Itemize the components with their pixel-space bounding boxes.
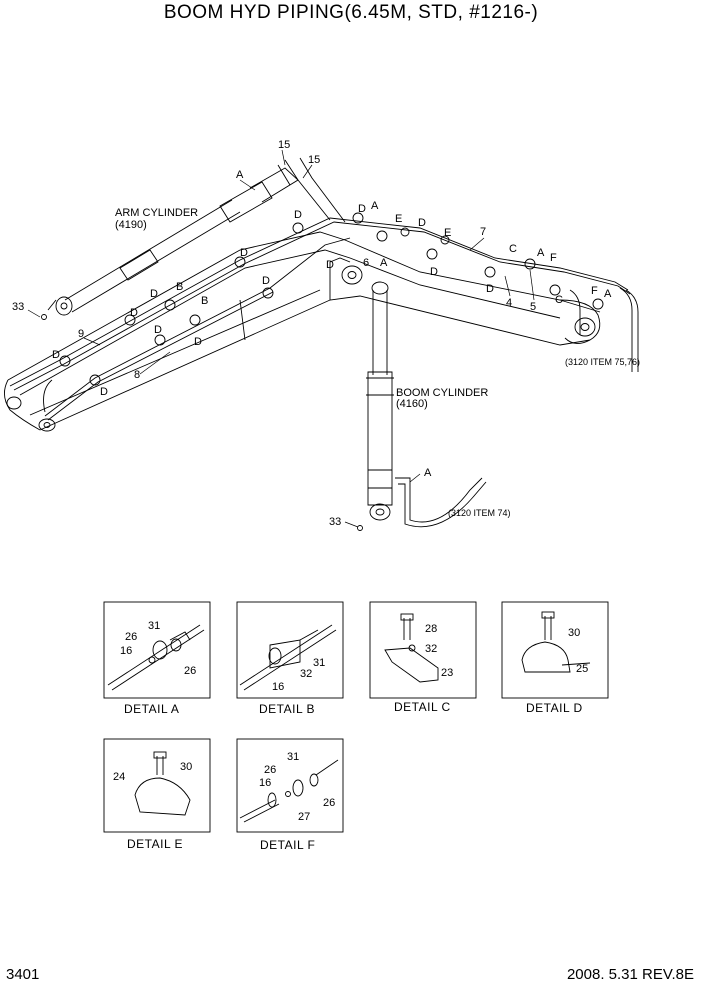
callout-7: 7 — [480, 226, 486, 238]
callout-5: 5 — [530, 301, 536, 313]
detail-e-caption: DETAIL E — [127, 837, 183, 851]
detail-b-part-32: 32 — [300, 668, 312, 680]
callout-a: A — [537, 247, 545, 259]
page-title: BOOM HYD PIPING(6.45M, STD, #1216-) — [163, 2, 539, 23]
detail-d-caption: DETAIL D — [526, 701, 583, 715]
detail-f-part-26: 26 — [264, 764, 276, 776]
callout-b: B — [176, 281, 183, 293]
detail-f-part-31: 31 — [287, 751, 299, 763]
callout-a: A — [371, 200, 379, 212]
callout-d: D — [326, 259, 334, 271]
callout-d: D — [154, 324, 162, 336]
boom-cylinder-label: BOOM CYLINDER — [396, 387, 488, 399]
hose-clamps — [59, 212, 604, 386]
detail-b: 31 16 32 — [236, 601, 344, 699]
callout-c: C — [555, 294, 563, 306]
callout-d: D — [52, 349, 60, 361]
callout-d: D — [486, 283, 494, 295]
detail-c: 28 32 23 — [369, 601, 477, 699]
callout-e: E — [395, 213, 402, 225]
detail-b-part-31: 31 — [313, 657, 325, 669]
callout-e: E — [444, 227, 451, 239]
detail-a-part-26: 26 — [184, 665, 196, 677]
callout-a: A — [424, 467, 432, 479]
hose-lines — [9, 157, 639, 421]
detail-c-part-23: 23 — [441, 667, 453, 679]
detail-f-caption: DETAIL F — [260, 838, 315, 852]
callout-f: F — [591, 285, 598, 297]
boom-cylinder-ref: (4160) — [396, 398, 428, 410]
detail-c-part-32: 32 — [425, 643, 437, 655]
ref-item-75-76: (3120 ITEM 75,76) — [565, 357, 640, 367]
detail-f-part-16: 16 — [259, 777, 271, 789]
callout-d: D — [430, 266, 438, 278]
page-number: 3401 — [6, 966, 40, 983]
callout-d: D — [262, 275, 270, 287]
detail-c-caption: DETAIL C — [394, 700, 451, 714]
callout-6: 6 — [363, 257, 369, 269]
detail-f-part-27: 27 — [298, 811, 310, 823]
callout-d: D — [358, 203, 366, 215]
callout-a: A — [380, 257, 388, 269]
detail-a-part-31: 31 — [148, 620, 160, 632]
callout-c: C — [509, 243, 517, 255]
arm-cylinder-label: ARM CYLINDER — [115, 207, 198, 219]
detail-a: 31 26 16 26 — [103, 601, 211, 699]
callout-33: 33 — [329, 516, 341, 528]
detail-f: 31 26 16 26 27 — [236, 738, 344, 833]
detail-e-part-30: 30 — [180, 761, 192, 773]
detail-d-part-25: 25 — [576, 663, 588, 675]
boom-cylinder — [357, 281, 487, 531]
callout-a: A — [604, 288, 612, 300]
detail-a-caption: DETAIL A — [124, 702, 179, 716]
detail-c-part-28: 28 — [425, 623, 437, 635]
ref-item-74: (3120 ITEM 74) — [448, 508, 511, 518]
detail-e: 30 24 — [103, 738, 211, 833]
boom-structure — [4, 231, 601, 432]
callout-8: 8 — [134, 369, 140, 381]
arm-cylinder — [41, 167, 299, 320]
callout-d: D — [194, 336, 202, 348]
callout-9: 9 — [78, 328, 84, 340]
callout-labels: 15 15 A D D A E D E 7 D D D 6 A D C A F … — [12, 139, 640, 528]
detail-a-part-26: 26 — [125, 631, 137, 643]
callout-15: 15 — [278, 139, 290, 151]
callout-d: D — [130, 307, 138, 319]
detail-d: 30 25 — [501, 601, 609, 699]
callout-f: F — [550, 252, 557, 264]
detail-d-part-30: 30 — [568, 627, 580, 639]
callout-d: D — [294, 209, 302, 221]
revision-date: 2008. 5.31 REV.8E — [566, 966, 694, 983]
arm-cylinder-ref: (4190) — [115, 219, 147, 231]
callout-b: B — [201, 295, 208, 307]
detail-f-part-26: 26 — [323, 797, 335, 809]
detail-b-caption: DETAIL B — [259, 702, 315, 716]
leader-lines — [27, 149, 535, 528]
callout-a: A — [236, 169, 244, 181]
callout-d: D — [240, 247, 248, 259]
callout-d: D — [100, 386, 108, 398]
detail-b-part-16: 16 — [272, 681, 284, 693]
callout-4: 4 — [506, 297, 512, 309]
detail-e-part-24: 24 — [113, 771, 125, 783]
callout-15: 15 — [308, 154, 320, 166]
callout-33: 33 — [12, 301, 24, 313]
callout-d: D — [150, 288, 158, 300]
callout-d: D — [418, 217, 426, 229]
detail-a-part-16: 16 — [120, 645, 132, 657]
